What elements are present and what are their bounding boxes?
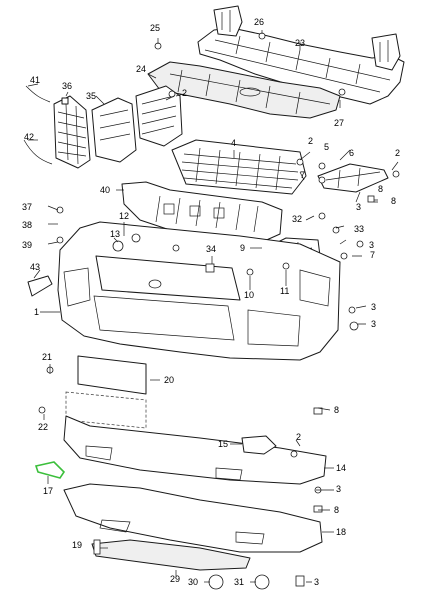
callout-labels: 1 2 2 2 2 3 3 3 3 3 3 4 5 6 7 7 8 8 8 8 … — [22, 17, 400, 587]
trim-strip-part — [27, 275, 53, 297]
callout-14: 14 — [336, 463, 346, 473]
callout-4: 4 — [231, 138, 236, 148]
callout-35: 35 — [86, 91, 96, 101]
callout-41: 41 — [30, 75, 40, 85]
callout-40: 40 — [100, 185, 110, 195]
callout-43: 43 — [30, 262, 40, 272]
callout-8-c: 8 — [334, 505, 339, 515]
callout-5: 5 — [324, 142, 329, 152]
callout-15: 15 — [218, 439, 228, 449]
callout-18: 18 — [336, 527, 346, 537]
callout-3-f: 3 — [314, 577, 319, 587]
callout-31: 31 — [234, 577, 244, 587]
callout-30: 30 — [188, 577, 198, 587]
license-plate-bracket — [65, 355, 147, 429]
impact-beam-part — [197, 5, 405, 105]
callout-8-b: 8 — [334, 405, 339, 415]
small-bracket-part — [241, 435, 277, 455]
underbody-panel-part — [63, 483, 323, 553]
callout-27: 27 — [334, 118, 344, 128]
callout-2-d: 2 — [296, 432, 301, 442]
callout-36: 36 — [62, 81, 72, 91]
callout-2-a: 2 — [182, 88, 187, 98]
callout-39: 39 — [22, 240, 32, 250]
callout-3-d: 3 — [371, 319, 376, 329]
callout-11: 11 — [280, 286, 289, 296]
callout-23: 23 — [295, 38, 305, 48]
highlighted-trim-part — [34, 461, 66, 479]
callout-17: 17 — [43, 486, 53, 496]
callout-2-c: 2 — [395, 148, 400, 158]
upper-shroud-part — [147, 61, 341, 119]
callout-37: 37 — [22, 202, 32, 212]
callout-10: 10 — [244, 290, 254, 300]
callout-32: 32 — [292, 214, 302, 224]
callout-3-a: 3 — [356, 202, 361, 212]
callout-19: 19 — [72, 540, 82, 550]
callout-42: 42 — [24, 132, 34, 142]
lower-cover-part — [63, 415, 327, 485]
callout-3-b: 3 — [369, 240, 374, 250]
callout-33: 33 — [354, 224, 364, 234]
callout-26: 26 — [254, 17, 264, 27]
callout-24: 24 — [136, 64, 146, 74]
callout-29: 29 — [170, 574, 180, 584]
callout-1: 1 — [34, 307, 39, 317]
callout-38: 38 — [22, 220, 32, 230]
main-grille-part — [171, 139, 307, 195]
callout-25: 25 — [150, 23, 160, 33]
callout-7-a: 7 — [370, 250, 375, 260]
callout-2-b: 2 — [308, 136, 313, 146]
callout-20: 20 — [164, 375, 174, 385]
callout-13: 13 — [110, 229, 120, 239]
upper-grille-insert — [135, 85, 183, 147]
callout-3-c: 3 — [371, 302, 376, 312]
left-grille-assembly — [23, 85, 137, 169]
lower-reinforcement-part — [121, 181, 283, 243]
callout-3-e: 3 — [336, 484, 341, 494]
callout-6: 6 — [349, 148, 354, 158]
callout-8-a: 8 — [391, 196, 396, 206]
leader-lines — [27, 30, 399, 583]
splash-shield-part — [91, 539, 251, 571]
callout-8-d: 8 — [378, 184, 383, 194]
callout-34: 34 — [206, 244, 216, 254]
callout-21: 21 — [42, 352, 52, 362]
callout-22: 22 — [38, 422, 48, 432]
right-bracket-part — [317, 163, 389, 193]
callout-9: 9 — [240, 243, 245, 253]
callout-7-b: 7 — [300, 170, 305, 180]
bumper-cover-part — [57, 221, 341, 361]
callout-12: 12 — [119, 211, 129, 221]
